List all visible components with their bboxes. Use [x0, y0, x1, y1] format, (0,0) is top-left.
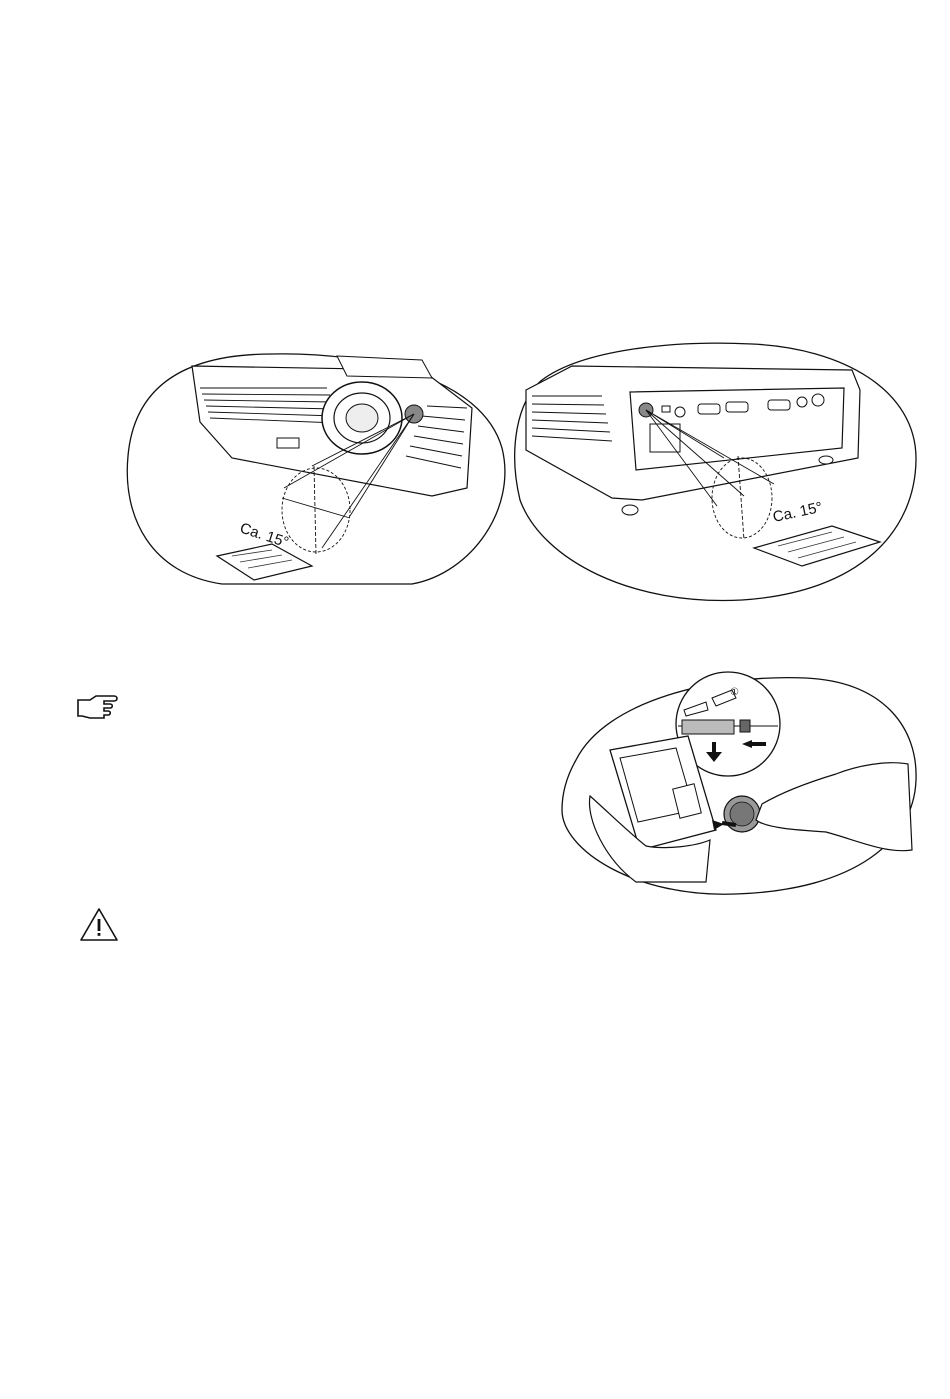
battery-illustration: ① [556, 670, 920, 898]
rear-sensor-illustration: Ca. 15° [512, 330, 922, 605]
rear-sensor-figure: Ca. 15° [512, 330, 922, 605]
pointing-hand-icon [74, 694, 120, 722]
front-sensor-figure: Ca. 15° [122, 348, 507, 596]
front-sensor-illustration: Ca. 15° [122, 348, 507, 596]
step-marker: ① [730, 687, 739, 698]
warning-triangle-icon [78, 906, 120, 944]
battery-replacement-figure: ① [556, 670, 920, 898]
rear-angle-label: Ca. 15° [771, 499, 824, 526]
